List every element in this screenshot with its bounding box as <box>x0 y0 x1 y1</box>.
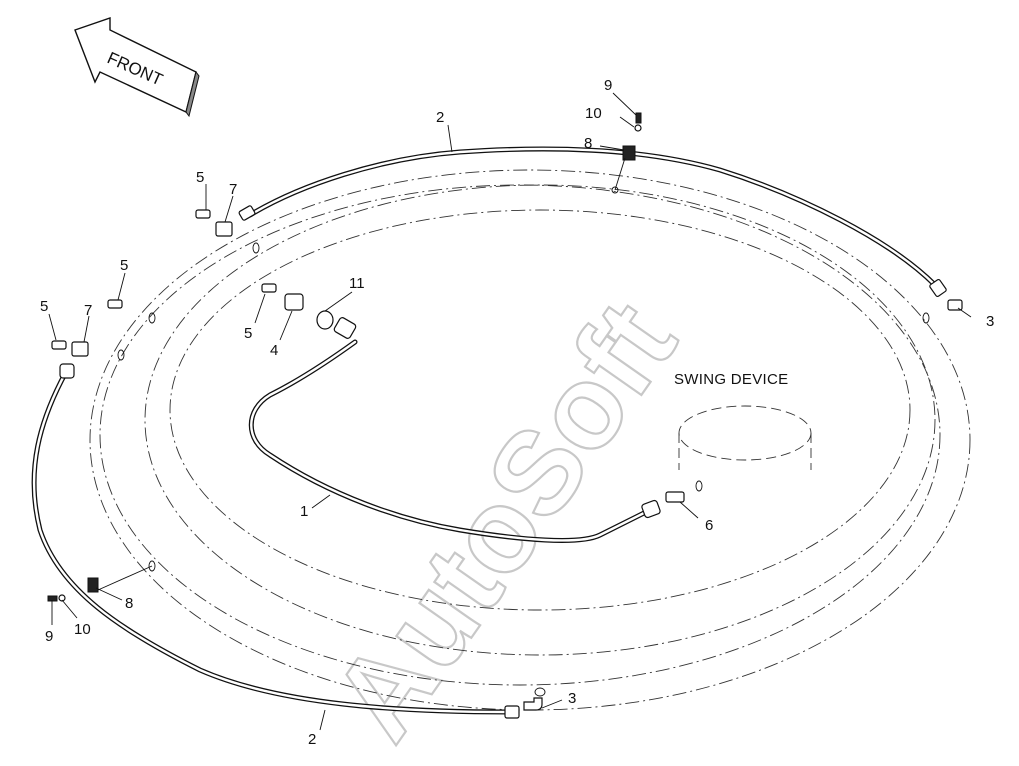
callout-5-c: 5 <box>40 298 48 315</box>
callout-7-a: 7 <box>229 181 237 198</box>
watermark: AutoSoft <box>306 278 702 764</box>
callout-3-bottom: 3 <box>568 690 576 707</box>
callout-10-bottom: 10 <box>74 621 91 638</box>
callout-9-top: 9 <box>604 77 612 94</box>
washer-10-bottom <box>58 594 66 602</box>
front-arrow: FRONT <box>74 17 200 118</box>
watermark-text: AutoSoft <box>308 279 702 763</box>
callout-5-a: 5 <box>196 169 204 186</box>
callout-8-bottom: 8 <box>125 595 133 612</box>
fitting-5-lower <box>51 340 67 350</box>
fitting-6 <box>665 491 685 503</box>
hose-1 <box>248 317 661 543</box>
o-rings <box>117 186 930 697</box>
callout-4: 4 <box>270 342 278 359</box>
callout-5-d: 5 <box>244 325 252 342</box>
hose-2-bottom <box>31 363 543 719</box>
callout-5-b: 5 <box>120 257 128 274</box>
tee-7-top <box>215 221 233 237</box>
clamp-8-bottom <box>87 577 99 593</box>
leader-lines <box>48 92 972 731</box>
callout-10-top: 10 <box>585 105 602 122</box>
washer-10-top <box>634 124 642 132</box>
swing-device-label: SWING DEVICE <box>674 371 788 388</box>
tee-7-lower <box>71 341 89 357</box>
inner-ring-outline-2 <box>169 209 911 611</box>
fitting-4 <box>284 293 304 311</box>
callout-2-top: 2 <box>436 109 444 126</box>
hose-2-top <box>238 146 963 311</box>
callouts: 2 9 10 8 5 7 5 5 7 11 5 4 3 6 1 8 10 9 3… <box>40 77 994 748</box>
swing-device-outline <box>678 405 812 461</box>
callout-11: 11 <box>349 275 365 292</box>
ring-11 <box>316 310 334 330</box>
callout-2-bottom: 2 <box>308 731 316 748</box>
clamp-8-top <box>622 145 636 161</box>
callout-8-top: 8 <box>584 135 592 152</box>
callout-9-bottom: 9 <box>45 628 53 645</box>
fitting-5-left <box>107 299 123 309</box>
fitting-5-top <box>195 209 211 219</box>
bolt-9-top <box>635 112 642 124</box>
callout-6: 6 <box>705 517 713 534</box>
callout-3-right: 3 <box>986 313 994 330</box>
fittings <box>47 112 685 602</box>
middle-ring-outline <box>99 184 941 686</box>
inner-ring-outline <box>144 184 936 656</box>
callout-1: 1 <box>300 503 308 520</box>
callout-7-b: 7 <box>84 302 92 319</box>
bolt-9-bottom <box>47 595 58 602</box>
fitting-5-center <box>261 283 277 293</box>
